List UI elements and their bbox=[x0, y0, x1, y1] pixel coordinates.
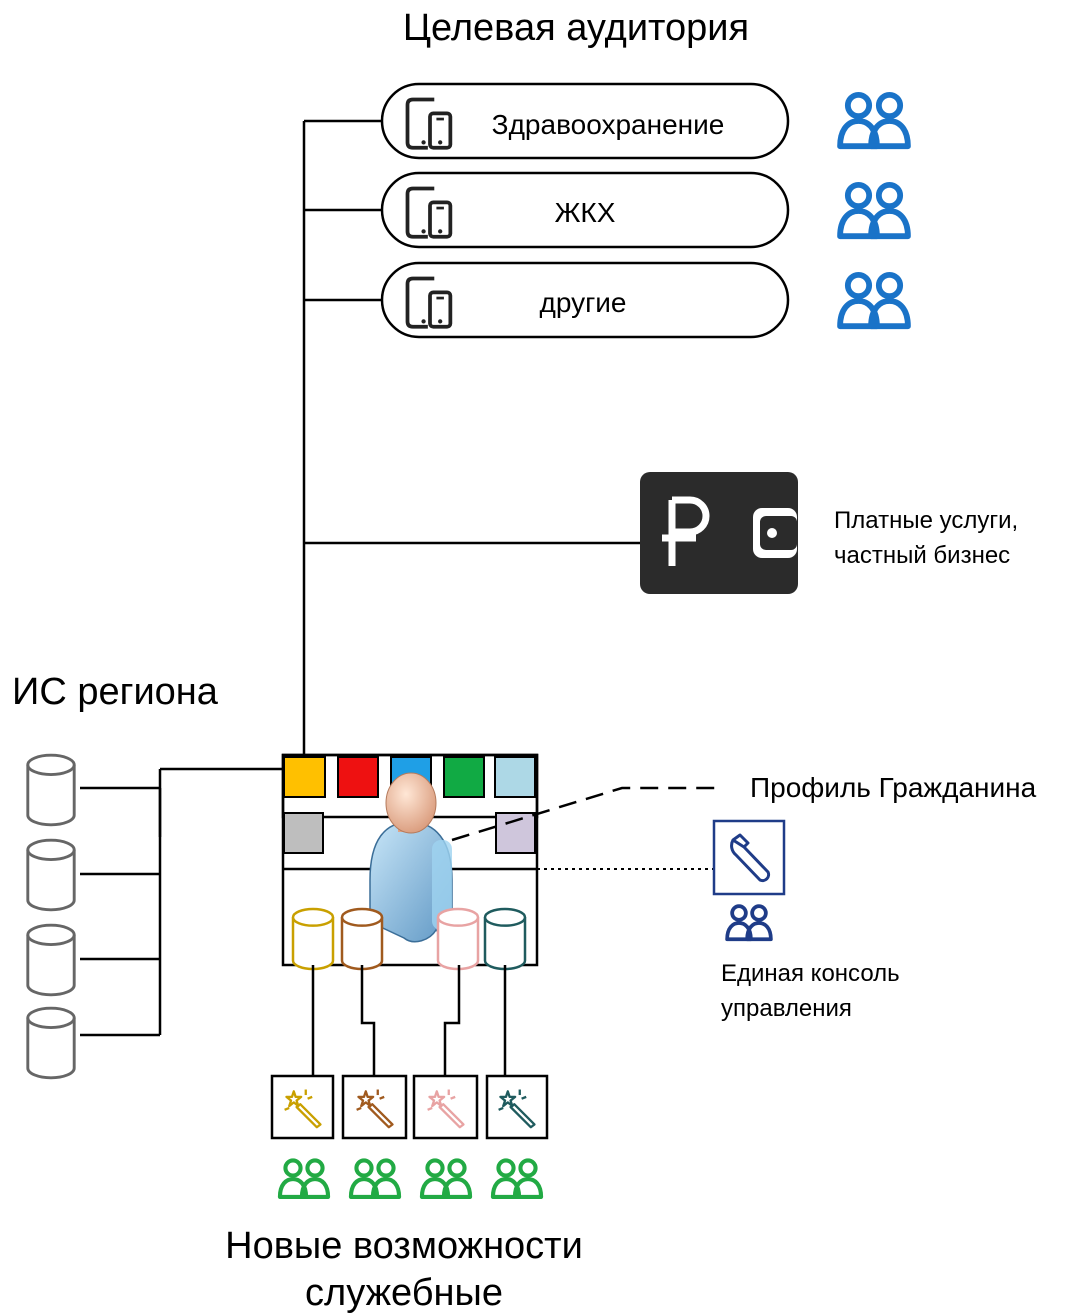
audience-label: другие bbox=[539, 287, 626, 318]
tile-green bbox=[443, 756, 485, 798]
users-icon bbox=[493, 1160, 541, 1196]
users-icon bbox=[840, 95, 908, 146]
paid-services-label-line2: частный бизнес bbox=[834, 542, 1010, 569]
service-box[interactable] bbox=[341, 1074, 408, 1140]
tile-gray bbox=[283, 812, 324, 854]
users-icon bbox=[280, 1160, 328, 1196]
users-icon bbox=[840, 275, 908, 326]
service-box[interactable] bbox=[485, 1074, 549, 1140]
audience-users-group bbox=[840, 95, 908, 326]
tile-lightblue bbox=[494, 756, 536, 798]
service-box[interactable] bbox=[270, 1074, 335, 1140]
service-box[interactable] bbox=[412, 1074, 479, 1140]
profile-leader-line bbox=[451, 786, 720, 842]
profile-tiles bbox=[283, 756, 536, 854]
paid-services-label: Платные услуги, bbox=[834, 507, 1018, 534]
citizen-profile-label: Профиль Гражданина bbox=[750, 772, 1037, 803]
audience-label: ЖКХ bbox=[555, 197, 616, 228]
region-databases bbox=[26, 753, 76, 1080]
audience-item-healthcare[interactable]: Здравоохранение bbox=[380, 82, 790, 160]
tile-lavender bbox=[495, 812, 536, 854]
console-box[interactable] bbox=[712, 819, 786, 896]
tile-red bbox=[337, 756, 379, 798]
audience-item-housing[interactable]: ЖКХ bbox=[380, 171, 790, 249]
database-icon bbox=[26, 923, 76, 997]
new-capabilities-label-line2: служебные bbox=[305, 1272, 503, 1314]
console-label: Единая консоль bbox=[721, 960, 900, 987]
database-icon bbox=[26, 838, 76, 912]
service-connectors bbox=[311, 965, 507, 1076]
diagram-title: Целевая аудитория bbox=[403, 7, 749, 49]
new-capabilities-label: Новые возможности bbox=[225, 1225, 583, 1267]
users-icon bbox=[840, 185, 908, 236]
database-icon bbox=[26, 753, 76, 827]
database-icon bbox=[291, 907, 335, 971]
console-users-icon bbox=[725, 904, 773, 942]
console-label-line2: управления bbox=[721, 995, 852, 1022]
database-icon bbox=[483, 907, 527, 971]
tile-yellow bbox=[283, 756, 326, 798]
users-icon bbox=[422, 1160, 470, 1196]
citizen-avatar bbox=[369, 772, 453, 943]
database-icon bbox=[436, 907, 480, 971]
database-icon bbox=[340, 907, 384, 971]
new-service-users bbox=[280, 1160, 541, 1196]
region-is-label: ИС региона bbox=[12, 671, 219, 713]
database-icon bbox=[26, 1006, 76, 1080]
citizen-profile-box[interactable] bbox=[281, 753, 539, 971]
audience-label: Здравоохранение bbox=[492, 109, 725, 140]
wallet-ruble-icon bbox=[640, 472, 798, 594]
connector-lines bbox=[80, 119, 641, 1037]
new-service-boxes bbox=[270, 1074, 549, 1140]
users-icon bbox=[351, 1160, 399, 1196]
wrench-icon bbox=[730, 833, 771, 883]
audience-item-other[interactable]: другие bbox=[380, 261, 790, 339]
